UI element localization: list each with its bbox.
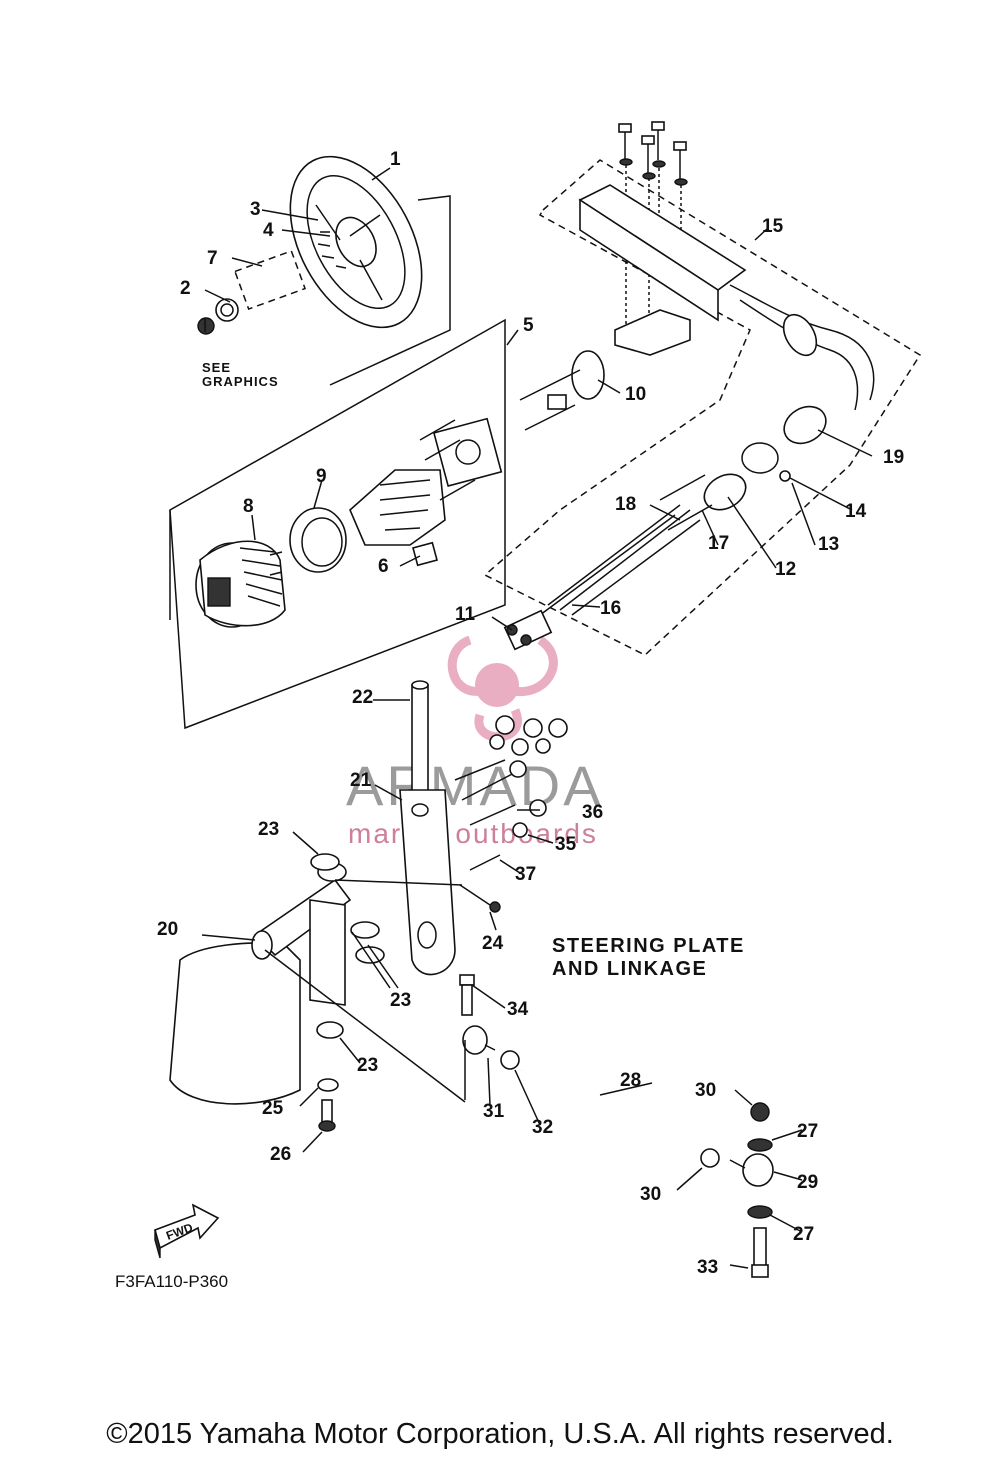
helm-cover	[195, 540, 286, 628]
steering-plate-group	[169, 680, 774, 1278]
callout-24: 24	[482, 933, 504, 954]
callout-6: 6	[378, 556, 389, 577]
helm-unit	[349, 417, 503, 546]
callout-34: 34	[507, 999, 529, 1020]
nuts-and-washers	[489, 715, 568, 838]
control-unit	[578, 184, 875, 411]
see-graphics-note: SEE GRAPHICS	[202, 360, 279, 389]
callout-28: 28	[620, 1070, 641, 1091]
callout-20: 20	[157, 919, 178, 940]
fwd-arrow-icon: FWD	[154, 1203, 220, 1259]
helm-box	[169, 318, 506, 730]
callout-19: 19	[883, 447, 904, 468]
callout-numbers: 1 2 3 4 5 6 7 8 9 10 11 12 13 14 15 16 1…	[157, 149, 904, 1278]
callout-3: 3	[250, 199, 261, 220]
callout-36: 36	[582, 802, 603, 823]
bolts	[618, 121, 688, 330]
steering-wheel	[289, 155, 423, 329]
callout-15: 15	[762, 216, 784, 237]
callout-26: 26	[270, 1144, 291, 1165]
callout-11: 11	[455, 604, 476, 625]
callout-23c: 23	[357, 1055, 378, 1076]
ball-joint-right	[729, 1102, 774, 1278]
lever-bolt	[459, 974, 475, 1016]
callout-30b: 30	[640, 1184, 661, 1205]
hub-nut-parts	[197, 231, 347, 335]
callout-18: 18	[615, 494, 636, 515]
callout-5: 5	[523, 315, 534, 336]
callout-7: 7	[207, 248, 218, 269]
plate-fasteners	[317, 1078, 339, 1132]
control-box-group	[483, 121, 922, 656]
callout-8: 8	[243, 496, 254, 517]
callout-22: 22	[352, 687, 373, 708]
callout-27b: 27	[793, 1224, 814, 1245]
bezel-ring	[289, 507, 347, 573]
mount-bracket	[614, 309, 691, 356]
steering-plate	[169, 862, 352, 1105]
callout-10: 10	[625, 384, 646, 405]
callout-37: 37	[515, 864, 536, 885]
callout-35: 35	[555, 834, 577, 855]
section-title-line-1: STEERING PLATE	[552, 935, 745, 957]
callout-1: 1	[390, 149, 401, 170]
see-graphics-line-2: GRAPHICS	[202, 374, 279, 389]
watermark-title: ARMADA	[346, 754, 604, 817]
callout-9: 9	[316, 466, 327, 487]
callout-21: 21	[350, 770, 372, 791]
studs	[454, 759, 521, 871]
tie-rod	[521, 1068, 720, 1168]
leader-lines	[201, 167, 873, 1269]
steering-arm	[399, 789, 456, 976]
cable-boot	[659, 473, 747, 531]
callout-23: 23	[258, 819, 279, 840]
control-cables	[539, 504, 701, 616]
diagram-code: F3FA110-P360	[115, 1272, 228, 1291]
callout-33: 33	[697, 1257, 718, 1278]
grommet-and-clamp	[741, 405, 827, 482]
callout-32: 32	[532, 1117, 553, 1138]
callout-30: 30	[695, 1080, 716, 1101]
callout-23b: 23	[390, 990, 411, 1011]
callout-2: 2	[180, 278, 191, 299]
callout-17: 17	[708, 533, 729, 554]
arm-pin	[459, 884, 501, 913]
small-bracket	[412, 541, 438, 567]
armada-watermark: ARMADA marine outboards	[346, 635, 604, 849]
callout-27: 27	[797, 1121, 818, 1142]
shaft-assembly	[519, 350, 605, 431]
watermark-subtitle: marine outboards	[348, 818, 598, 849]
callout-4: 4	[263, 220, 274, 241]
callout-13: 13	[818, 534, 839, 555]
callout-29: 29	[797, 1172, 818, 1193]
callout-31: 31	[483, 1101, 505, 1122]
cable-end-clamp	[503, 609, 553, 651]
see-graphics-line-1: SEE	[202, 360, 231, 375]
callout-16: 16	[600, 598, 621, 619]
ball-joint-left	[462, 1025, 520, 1070]
callout-25: 25	[262, 1098, 284, 1119]
copyright-notice: ©2015 Yamaha Motor Corporation, U.S.A. A…	[106, 1418, 894, 1450]
fwd-label: FWD	[164, 1220, 195, 1243]
callout-12: 12	[775, 559, 796, 580]
callout-14: 14	[845, 501, 867, 522]
steering-wheel-group	[197, 155, 451, 386]
section-title: STEERING PLATE AND LINKAGE	[552, 935, 745, 980]
section-title-line-2: AND LINKAGE	[552, 958, 707, 980]
